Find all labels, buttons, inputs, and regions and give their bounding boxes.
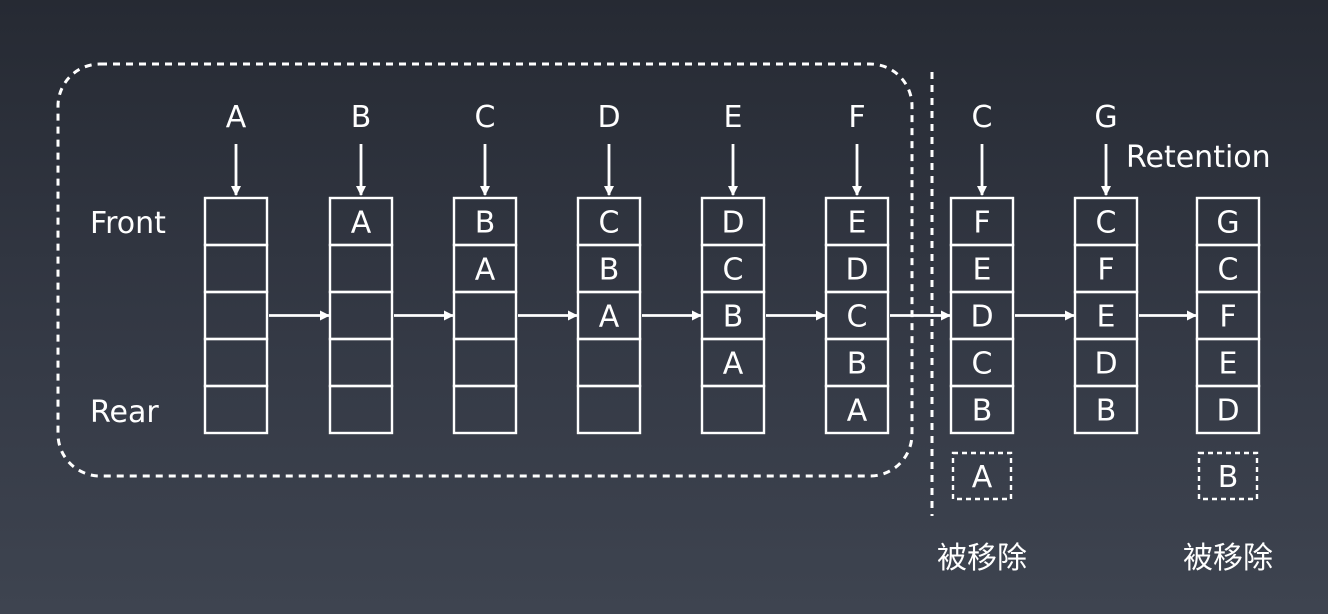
input-label: A xyxy=(226,100,247,135)
cell-value: F xyxy=(1219,300,1236,335)
cell-value: C xyxy=(723,253,744,288)
stack-cell xyxy=(1195,384,1261,435)
stack-cell xyxy=(576,384,642,435)
cell-value: B xyxy=(1096,394,1117,429)
stack-cell xyxy=(576,337,642,388)
stack-cell xyxy=(203,384,269,435)
rear-label: Rear xyxy=(90,395,159,430)
step-column: C BA xyxy=(452,100,518,435)
cell-value: B xyxy=(847,347,868,382)
evicted-box xyxy=(1197,451,1259,501)
cell-value: C xyxy=(847,300,868,335)
cell-value: C xyxy=(599,206,620,241)
stack-cell xyxy=(328,384,394,435)
cell-value: E xyxy=(1097,300,1116,335)
cell-value: D xyxy=(1216,394,1239,429)
evicted-box xyxy=(951,451,1013,501)
cell-value: B xyxy=(599,253,620,288)
evicted-label: 被移除 xyxy=(937,541,1027,576)
stack-cell xyxy=(452,337,518,388)
cell-value: G xyxy=(1216,206,1239,241)
cell-value: F xyxy=(1097,253,1114,288)
cell-value: A xyxy=(723,347,744,382)
step-column: D CBA xyxy=(576,100,642,435)
fill-phase-group-outline xyxy=(56,62,914,478)
stack-cell xyxy=(949,384,1015,435)
stack-cell xyxy=(824,384,890,435)
cell-value: E xyxy=(973,253,992,288)
stack-cell xyxy=(452,384,518,435)
stack-cell xyxy=(203,290,269,341)
cell-value: D xyxy=(1094,347,1117,382)
front-label: Front xyxy=(90,206,166,241)
cell-value: F xyxy=(973,206,990,241)
stack-cell xyxy=(203,243,269,294)
step-column: BA xyxy=(328,100,394,435)
cell-value: C xyxy=(972,347,993,382)
cell-value: A xyxy=(847,394,868,429)
stack-cell xyxy=(203,337,269,388)
input-label: B xyxy=(351,100,372,135)
retention-label: Retention xyxy=(1126,140,1271,175)
cell-value: B xyxy=(723,300,744,335)
cell-value: D xyxy=(721,206,744,241)
stack-cell xyxy=(328,290,394,341)
evicted-value: A xyxy=(972,460,993,495)
evicted-value: B xyxy=(1218,460,1239,495)
stack-cell xyxy=(1073,384,1139,435)
cell-value: E xyxy=(848,206,867,241)
cell-value: D xyxy=(845,253,868,288)
stack-cell xyxy=(452,290,518,341)
input-label: F xyxy=(848,100,865,135)
step-column: A xyxy=(203,100,269,435)
cell-value: E xyxy=(1219,347,1238,382)
input-label: C xyxy=(475,100,496,135)
input-label: D xyxy=(597,100,620,135)
cell-value: B xyxy=(475,206,496,241)
stack-cell xyxy=(328,337,394,388)
stack-cell xyxy=(328,243,394,294)
cell-value: A xyxy=(475,253,496,288)
stack-cell xyxy=(203,196,269,247)
cell-value: D xyxy=(970,300,993,335)
cell-value: B xyxy=(972,394,993,429)
cell-value: C xyxy=(1218,253,1239,288)
cell-value: A xyxy=(599,300,620,335)
input-label: G xyxy=(1094,100,1117,135)
input-label: E xyxy=(724,100,743,135)
cell-value: A xyxy=(351,206,372,241)
cell-value: C xyxy=(1096,206,1117,241)
evicted-label: 被移除 xyxy=(1183,541,1273,576)
stack-cell xyxy=(700,384,766,435)
input-label: C xyxy=(972,100,993,135)
